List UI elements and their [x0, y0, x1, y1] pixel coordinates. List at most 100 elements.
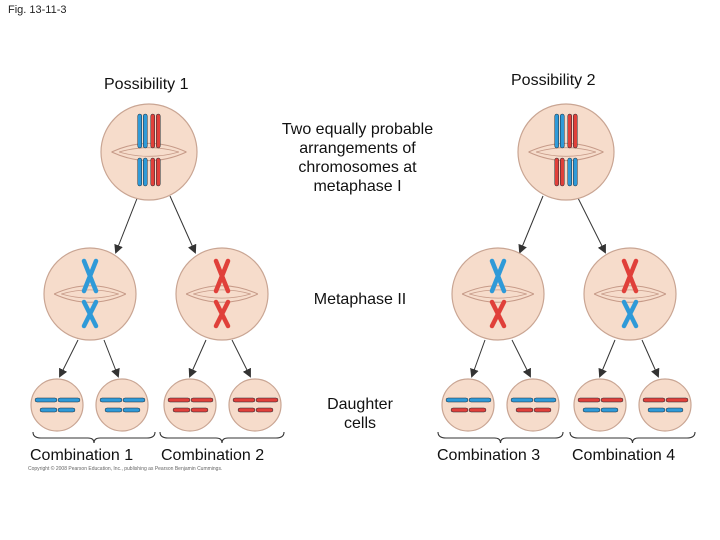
chromatid — [137, 157, 142, 187]
chromatid — [232, 397, 256, 403]
spindle-fiber — [111, 142, 187, 153]
chromatid — [237, 407, 256, 413]
figure-label: Fig. 13-11-3 — [8, 4, 67, 16]
chromatid — [122, 407, 141, 413]
chromatid — [57, 397, 81, 403]
spindle-fiber — [593, 293, 667, 303]
spindle-fiber — [53, 293, 127, 303]
metaphase-ii-cell-4 — [583, 247, 677, 341]
chromatid — [81, 299, 99, 329]
spindle-fiber — [61, 293, 119, 299]
spindle-fiber — [193, 293, 251, 299]
chromatid — [150, 157, 155, 187]
chromatid — [533, 397, 557, 403]
chromatid — [582, 407, 601, 413]
chromatid — [255, 407, 274, 413]
cell-membrane — [506, 378, 560, 432]
spindle-fiber — [118, 151, 180, 157]
chromatid — [156, 157, 161, 187]
combination-1-label: Combination 1 — [30, 447, 134, 464]
arrow — [103, 339, 120, 378]
daughter-cell — [30, 378, 84, 432]
metaphase-ii-cell-3 — [451, 247, 545, 341]
chromatid — [510, 397, 534, 403]
spindle-fiber — [469, 289, 527, 295]
cell-membrane — [638, 378, 692, 432]
spindle-fiber — [461, 285, 535, 295]
chromatid — [99, 397, 123, 403]
caption-line: arrangements of — [299, 140, 416, 157]
chromatid — [515, 407, 534, 413]
cell-membrane — [43, 247, 137, 341]
arrow — [188, 339, 207, 378]
chromatid — [554, 157, 559, 187]
chromatid — [137, 113, 142, 149]
spindle-fiber — [53, 285, 127, 295]
metaphase-ii-cell-1 — [43, 247, 137, 341]
chromatid — [122, 397, 146, 403]
chromatid — [533, 407, 552, 413]
spindle-fiber — [593, 285, 667, 295]
chromatid — [156, 113, 161, 149]
daughter-line: cells — [343, 415, 376, 432]
combination-4-brace — [569, 431, 696, 444]
chromatid — [560, 157, 565, 187]
chromatid — [143, 113, 148, 149]
chromatid — [39, 407, 58, 413]
chromatid — [573, 157, 578, 187]
daughter-cell — [441, 378, 495, 432]
arrow — [576, 195, 606, 254]
arrow — [641, 339, 660, 378]
arrow — [231, 339, 251, 378]
spindle-fiber — [535, 151, 597, 157]
arrow — [169, 195, 197, 254]
metaphase-i-cell-possibility-1 — [100, 103, 198, 201]
daughter-cell — [95, 378, 149, 432]
cell-membrane — [30, 378, 84, 432]
cell-membrane — [451, 247, 545, 341]
chromatid — [57, 407, 76, 413]
chromatid — [167, 397, 191, 403]
chromatid — [560, 113, 565, 149]
spindle-fiber — [601, 293, 659, 299]
spindle-fiber — [528, 151, 604, 162]
combination-4-label: Combination 4 — [572, 447, 676, 464]
cell-membrane — [517, 103, 615, 201]
metaphase-ii-cell-2 — [175, 247, 269, 341]
cell-membrane — [583, 247, 677, 341]
arrow — [59, 339, 79, 378]
spindle-fiber — [185, 285, 259, 295]
chromatid — [665, 397, 689, 403]
combination-2-label: Combination 2 — [161, 447, 265, 464]
combination-3-label: Combination 3 — [437, 447, 541, 464]
cell-membrane — [228, 378, 282, 432]
chromatid — [567, 113, 572, 149]
spindle-fiber — [601, 289, 659, 295]
daughter-line: Daughter — [327, 396, 393, 413]
chromatid — [647, 407, 666, 413]
spindle-fiber — [61, 289, 119, 295]
spindle-fiber — [528, 142, 604, 153]
combination-1-brace — [32, 431, 156, 444]
chromatid — [489, 258, 507, 294]
chromatid — [104, 407, 123, 413]
chromatid — [213, 258, 231, 294]
daughter-cell — [506, 378, 560, 432]
arrow — [114, 195, 139, 254]
daughter-cells-label: Daughter cells — [300, 395, 420, 433]
chromatid — [642, 397, 666, 403]
spindle-fiber — [469, 293, 527, 299]
chromatid — [450, 407, 469, 413]
cell-membrane — [441, 378, 495, 432]
spindle-fiber — [535, 147, 597, 153]
chromatid — [554, 113, 559, 149]
cell-membrane — [95, 378, 149, 432]
caption-line: chromosomes at — [298, 159, 417, 176]
chromatid — [489, 299, 507, 329]
metaphase-ii-label: Metaphase II — [313, 291, 407, 308]
chromatid — [172, 407, 191, 413]
combination-2-brace — [159, 431, 285, 444]
possibility-2-label: Possibility 2 — [511, 72, 596, 89]
chromatid — [143, 157, 148, 187]
